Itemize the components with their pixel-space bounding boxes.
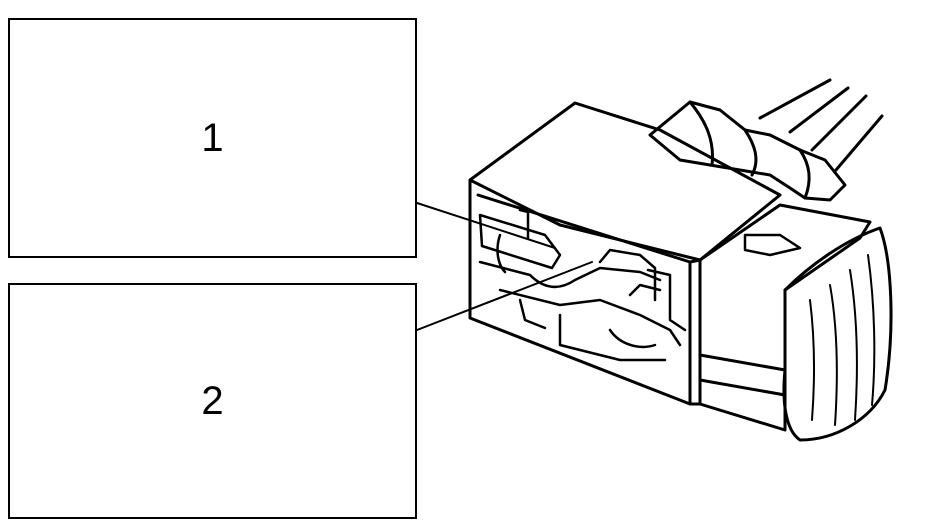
callout-label-1: 1 [201, 115, 224, 160]
wire-4 [834, 114, 884, 172]
connector-housing-illustration [468, 78, 893, 442]
callout-box-1: 1 [8, 18, 417, 258]
leader-line-2 [416, 261, 593, 331]
wire-1 [758, 78, 832, 120]
terminal-cavities [478, 213, 562, 270]
callout-box-2: 2 [8, 283, 417, 519]
callout-label-2: 2 [201, 378, 224, 423]
wire-2 [788, 86, 850, 134]
housing-top [468, 101, 782, 262]
locking-latch [782, 226, 893, 442]
housing-front-face [468, 178, 692, 406]
wire-seal-group [648, 100, 847, 202]
leader-line-1 [416, 202, 556, 249]
wire-3 [810, 94, 868, 152]
housing-side [698, 203, 872, 292]
